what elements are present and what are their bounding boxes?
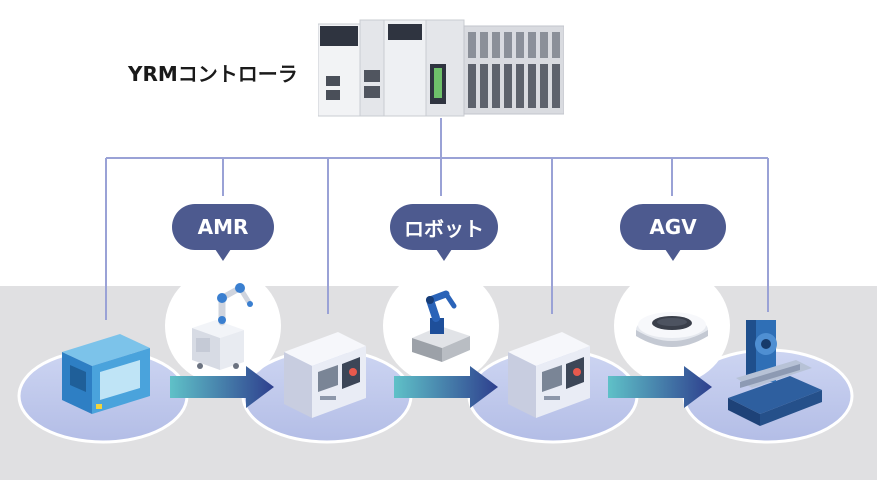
node-label-agv: AGV [620,204,726,261]
controller-label: YRMコントローラ [128,62,298,86]
plc-controller-icon [318,19,564,117]
node-label-robot: ロボット [390,204,498,261]
robot-arm-icon [412,290,470,362]
cnc-machine-icon-1 [284,332,366,418]
flow-arrows [170,366,712,408]
flow-arrow-3 [608,366,712,408]
flow-arrow-1 [170,366,274,408]
milling-machine-icon [728,320,822,426]
machining-center-icon [62,334,150,414]
connector-lines [105,118,769,320]
cnc-machine-icon-2 [508,332,590,418]
agv-icon [636,312,708,347]
flow-arrow-2 [394,366,498,408]
node-label-amr: AMR [172,204,274,261]
amr-robot-icon [192,283,253,370]
